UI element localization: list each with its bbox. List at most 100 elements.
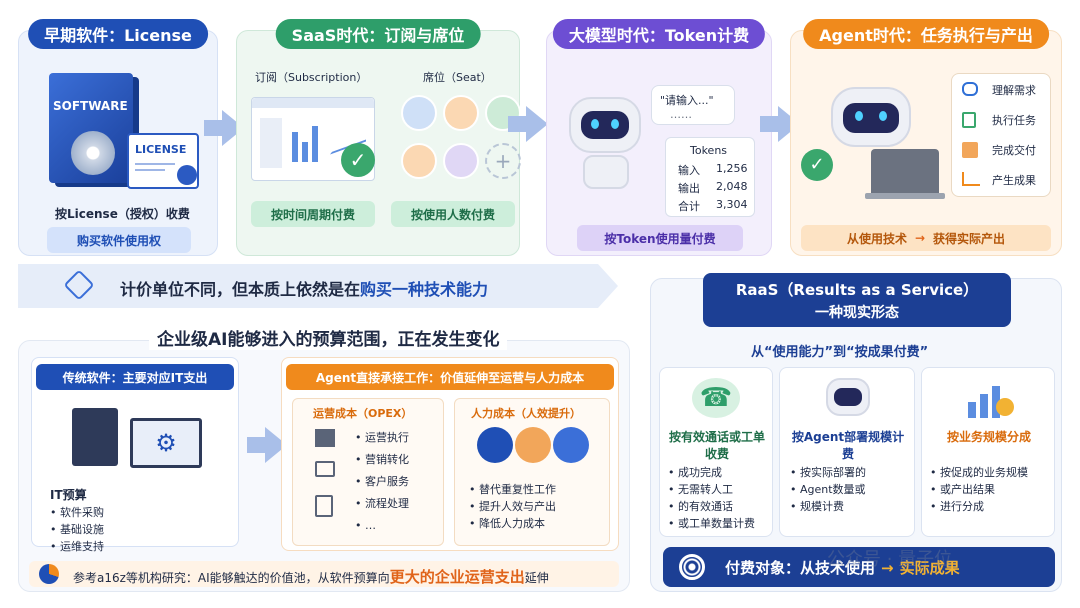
user-avatar-icon: [401, 95, 437, 131]
list-item: 营销转化: [355, 449, 409, 471]
era4-pill-to: 获得实际产出: [933, 231, 1006, 246]
list-item: 进行分成: [930, 498, 1028, 515]
prompt-dots: ……: [670, 108, 692, 121]
raas-title: RaaS（Results as a Service） 一种现实形态: [703, 273, 1011, 327]
era1-caption: 按License（授权）收费: [55, 207, 190, 221]
raas-bottom-highlight: 实际成果: [899, 559, 960, 577]
robot-icon: [826, 378, 870, 416]
token-table-title: Tokens: [690, 144, 728, 157]
traditional-software-card: 传统软件：主要对应IT支出 ⚙ IT预算 软件采购 基础设施 运维支持: [31, 357, 239, 553]
token-row-label: 合计: [678, 200, 700, 213]
arrow-right-icon: →: [914, 231, 926, 245]
task-item: 执行任务: [992, 114, 1036, 127]
list-item: 客户服务: [355, 471, 409, 493]
era3-pill: 按Token使用量付费: [577, 225, 743, 251]
check-circle-icon: ✓: [801, 149, 833, 181]
era1-pill: 购买软件使用权: [47, 227, 191, 253]
token-row-value: 2,048: [716, 180, 748, 193]
list-item: 或产出结果: [930, 481, 1028, 498]
opex-title: 运营成本（OPEX）: [313, 407, 413, 420]
seal-icon: [177, 165, 197, 185]
list-item: 软件采购: [50, 504, 104, 521]
list-item: 按实际部署的: [790, 464, 866, 481]
task-item: 产生成果: [992, 174, 1036, 187]
list-item: 无需转人工: [668, 481, 755, 498]
hr-title: 人力成本（人效提升）: [471, 407, 581, 420]
pie-chart-icon: [39, 564, 59, 584]
era4-pill-from: 从使用技术: [846, 231, 907, 246]
summary-banner: 计价单位不同，但本质上依然是在购买一种技术能力: [18, 264, 618, 308]
worker-avatar-icon: [477, 427, 513, 463]
task-item: 完成交付: [992, 144, 1036, 157]
subscription-label: 订阅（Subscription）: [255, 71, 368, 84]
era3-panel: 大模型时代：Token计费 "请输入..." …… Tokens 输入 1,25…: [546, 19, 772, 256]
arrow-right-icon: →: [881, 559, 894, 577]
monitor-gear-icon: ⚙: [130, 418, 202, 468]
budget-panel: 企业级AI能够进入的预算范围，正在发生变化 传统软件：主要对应IT支出 ⚙ IT…: [18, 325, 630, 592]
cart-icon: [315, 461, 335, 477]
server-icon: [72, 408, 118, 466]
license-certificate-label: LICENSE: [135, 143, 187, 156]
raas-card-list: 按促成的业务规模 或产出结果 进行分成: [930, 464, 1028, 515]
list-item: 成功完成: [668, 464, 755, 481]
list-item: 运维支持: [50, 538, 104, 555]
token-row-value: 1,256: [716, 162, 748, 175]
list-item: 规模计费: [790, 498, 866, 515]
worker-avatar-icon: [553, 427, 589, 463]
raas-panel: RaaS（Results as a Service） 一种现实形态 从“使用能力…: [650, 273, 1062, 592]
token-table: Tokens 输入 1,256 输出 2,048 合计 3,304: [665, 137, 755, 217]
raas-bottom-text: 付费对象：从技术使用→实际成果: [725, 559, 960, 577]
prompt-text: "请输入...": [660, 94, 714, 107]
opex-list: 运营执行 营销转化 客户服务 流程处理 …: [355, 427, 409, 537]
list-item: …: [355, 515, 409, 537]
raas-card-list: 成功完成 无需转人工 的有效通话 或工单数量计费: [668, 464, 755, 532]
agent-work-card: Agent直接承接工作：价值延伸至运营与人力成本 运营成本（OPEX） 运营执行…: [281, 357, 619, 551]
hr-list: 替代重复性工作 提升人效与产出 降低人力成本: [469, 481, 556, 532]
list-item: 提升人效与产出: [469, 498, 556, 515]
era2-title: SaaS时代：订阅与席位: [275, 19, 481, 49]
raas-card-agents: 按Agent部署规模计费 按实际部署的 Agent数量或 规模计费: [779, 367, 915, 537]
chat-icon: [962, 82, 978, 96]
budget-footer: 参考a16z等机构研究：AI能够触达的价值池，从软件预算向更大的企业运营支出延伸: [29, 561, 619, 587]
era4-panel: Agent时代：任务执行与产出 ✓ 理解需求 执行任务 完成交付 产生成果 从使…: [790, 19, 1062, 256]
list-item: 基础设施: [50, 521, 104, 538]
era4-pill: 从使用技术 → 获得实际产出: [801, 225, 1051, 251]
agent-work-title: Agent直接承接工作：价值延伸至运营与人力成本: [286, 364, 614, 390]
list-item: 降低人力成本: [469, 515, 556, 532]
software-box-icon: SOFTWARE: [49, 73, 133, 183]
raas-title-line1: RaaS（Results as a Service）: [735, 281, 979, 299]
raas-card-list: 按实际部署的 Agent数量或 规模计费: [790, 464, 866, 515]
user-avatar-icon: [443, 143, 479, 179]
software-box-label: SOFTWARE: [53, 99, 128, 113]
raas-subtitle: 从“使用能力”到“按成果付费”: [751, 345, 929, 360]
hr-card: 人力成本（人效提升） 替代重复性工作 提升人效与产出 降低人力成本: [454, 398, 610, 546]
footer-highlight: 更大的企业运营支出: [389, 568, 525, 586]
era3-title: 大模型时代：Token计费: [552, 19, 766, 49]
era2-pill-right: 按使用人数付费: [391, 201, 515, 227]
raas-card-revenue: 按业务规模分成 按促成的业务规模 或产出结果 进行分成: [921, 367, 1055, 537]
budget-title: 企业级AI能够进入的预算范围，正在发生变化: [149, 325, 508, 350]
opex-card: 运营成本（OPEX） 运营执行 营销转化 客户服务 流程处理 …: [292, 398, 444, 546]
it-budget-list: 软件采购 基础设施 运维支持: [50, 504, 104, 555]
list-item: 或工单数量计费: [668, 515, 755, 532]
arrow-2-icon: [508, 106, 548, 142]
list-item: 运营执行: [355, 427, 409, 449]
target-icon: [679, 554, 705, 580]
task-list: 理解需求 执行任务 完成交付 产生成果: [951, 73, 1051, 197]
era1-title: 早期软件：License: [28, 19, 208, 49]
era2-pill-left: 按时间周期付费: [251, 201, 375, 227]
growth-chart-icon: [962, 172, 980, 186]
footer-text: 参考a16z等机构研究：AI能够触达的价值池，从软件预算向更大的企业运营支出延伸: [73, 568, 549, 586]
prompt-bubble: "请输入..." ……: [651, 85, 735, 125]
list-item: 的有效通话: [668, 498, 755, 515]
document-icon: [315, 495, 333, 517]
revenue-chart-icon: [964, 380, 1014, 418]
token-row-value: 3,304: [716, 198, 748, 211]
raas-card-calls: ☎ 按有效通话或工单收费 成功完成 无需转人工 的有效通话 或工单数量计费: [659, 367, 773, 537]
laptop-icon: [871, 149, 939, 193]
list-item: Agent数量或: [790, 481, 866, 498]
checklist-icon: [962, 112, 976, 128]
token-row-label: 输出: [678, 182, 700, 195]
seat-label: 席位（Seat）: [423, 71, 492, 84]
era4-title: Agent时代：任务执行与产出: [803, 19, 1049, 49]
